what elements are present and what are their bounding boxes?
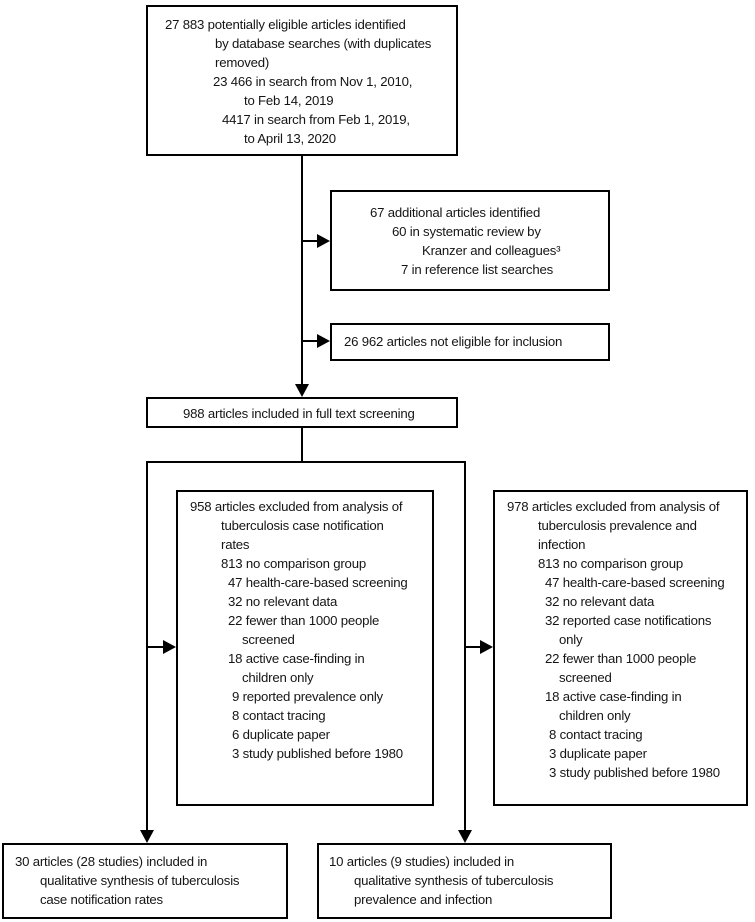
box-excluded-case-notification: 958 articles excluded from analysis of t… xyxy=(176,490,434,806)
text-line: 3 study published before 1980 xyxy=(549,765,720,780)
connector-line xyxy=(465,646,481,648)
text-line: infection xyxy=(538,537,586,552)
text-line: Kranzer and colleagues³ xyxy=(422,243,561,258)
text-line: 22 fewer than 1000 people xyxy=(228,613,380,628)
text-line: 47 health-care-based screening xyxy=(228,575,408,590)
text-line: 26 962 articles not eligible for inclusi… xyxy=(344,334,563,349)
text-line: by database searches (with duplicates xyxy=(215,36,432,51)
text-line: 27 883 potentially eligible articles ide… xyxy=(165,17,406,32)
text-line: only xyxy=(559,632,583,647)
text-line: screened xyxy=(559,670,612,685)
text-line: 4417 in search from Feb 1, 2019, xyxy=(222,112,410,127)
text-line: 7 in reference list searches xyxy=(401,262,553,277)
text-line: 8 contact tracing xyxy=(232,708,326,723)
text-line: tuberculosis case notification xyxy=(221,518,384,533)
text-line: 6 duplicate paper xyxy=(232,727,330,742)
text-line: 813 no comparison group xyxy=(538,556,683,571)
text-line: 8 contact tracing xyxy=(549,727,643,742)
text-line: qualitative synthesis of tuberculosis xyxy=(40,873,240,888)
text-line: 60 in systematic review by xyxy=(392,224,541,239)
arrow-right-icon xyxy=(480,640,493,654)
text-line: 47 health-care-based screening xyxy=(545,575,725,590)
text-line: prevalence and infection xyxy=(354,892,493,907)
arrow-right-icon xyxy=(163,640,176,654)
text-line: children only xyxy=(242,670,314,685)
text-line: 22 fewer than 1000 people xyxy=(545,651,697,666)
arrow-down-icon xyxy=(458,830,472,843)
connector-line xyxy=(302,340,320,342)
text-line: 958 articles excluded from analysis of xyxy=(190,499,403,514)
text-line: screened xyxy=(242,632,295,647)
text-line: 18 active case-finding in xyxy=(545,689,682,704)
connector-line xyxy=(147,646,164,648)
text-line: 978 articles excluded from analysis of xyxy=(507,499,720,514)
text-line: 67 additional articles identified xyxy=(370,205,541,220)
box-additional-articles: 67 additional articles identified 60 in … xyxy=(330,190,610,291)
box-articles-identified: 27 883 potentially eligible articles ide… xyxy=(146,5,458,156)
connector-line xyxy=(146,461,466,463)
text-line: 32 no relevant data xyxy=(228,594,338,609)
text-line: 3 duplicate paper xyxy=(549,746,647,761)
text-line: case notification rates xyxy=(40,892,163,907)
text-line: tuberculosis prevalence and xyxy=(538,518,697,533)
text-line: qualitative synthesis of tuberculosis xyxy=(354,873,554,888)
connector-line xyxy=(301,156,303,385)
text-line: 813 no comparison group xyxy=(221,556,366,571)
text-line: 18 active case-finding in xyxy=(228,651,365,666)
arrow-right-icon xyxy=(317,334,330,348)
box-excluded-prevalence-infection: 978 articles excluded from analysis of t… xyxy=(493,490,748,806)
text-line: 9 reported prevalence only xyxy=(232,689,383,704)
arrow-right-icon xyxy=(317,234,330,248)
box-not-eligible: 26 962 articles not eligible for inclusi… xyxy=(330,323,610,361)
text-line: removed) xyxy=(215,55,270,70)
box-full-text-screening: 988 articles included in full text scree… xyxy=(146,397,458,428)
text-line: 10 articles (9 studies) included in xyxy=(329,854,515,869)
text-line: 32 reported case notifications xyxy=(545,613,712,628)
box-included-prevalence-infection: 10 articles (9 studies) included in qual… xyxy=(317,843,612,919)
text-line: 30 articles (28 studies) included in xyxy=(15,854,208,869)
text-line: rates xyxy=(221,537,250,552)
text-line: 23 466 in search from Nov 1, 2010, xyxy=(213,74,413,89)
connector-line xyxy=(302,240,320,242)
text-line: to April 13, 2020 xyxy=(244,131,336,146)
box-included-case-notification: 30 articles (28 studies) included in qua… xyxy=(2,843,288,919)
connector-line xyxy=(301,428,303,462)
text-line: 3 study published before 1980 xyxy=(232,746,403,761)
text-line: 32 no relevant data xyxy=(545,594,655,609)
arrow-down-icon xyxy=(295,384,309,397)
text-line: to Feb 14, 2019 xyxy=(244,93,334,108)
text-line: 988 articles included in full text scree… xyxy=(183,406,415,421)
text-line: children only xyxy=(559,708,631,723)
arrow-down-icon xyxy=(140,830,154,843)
